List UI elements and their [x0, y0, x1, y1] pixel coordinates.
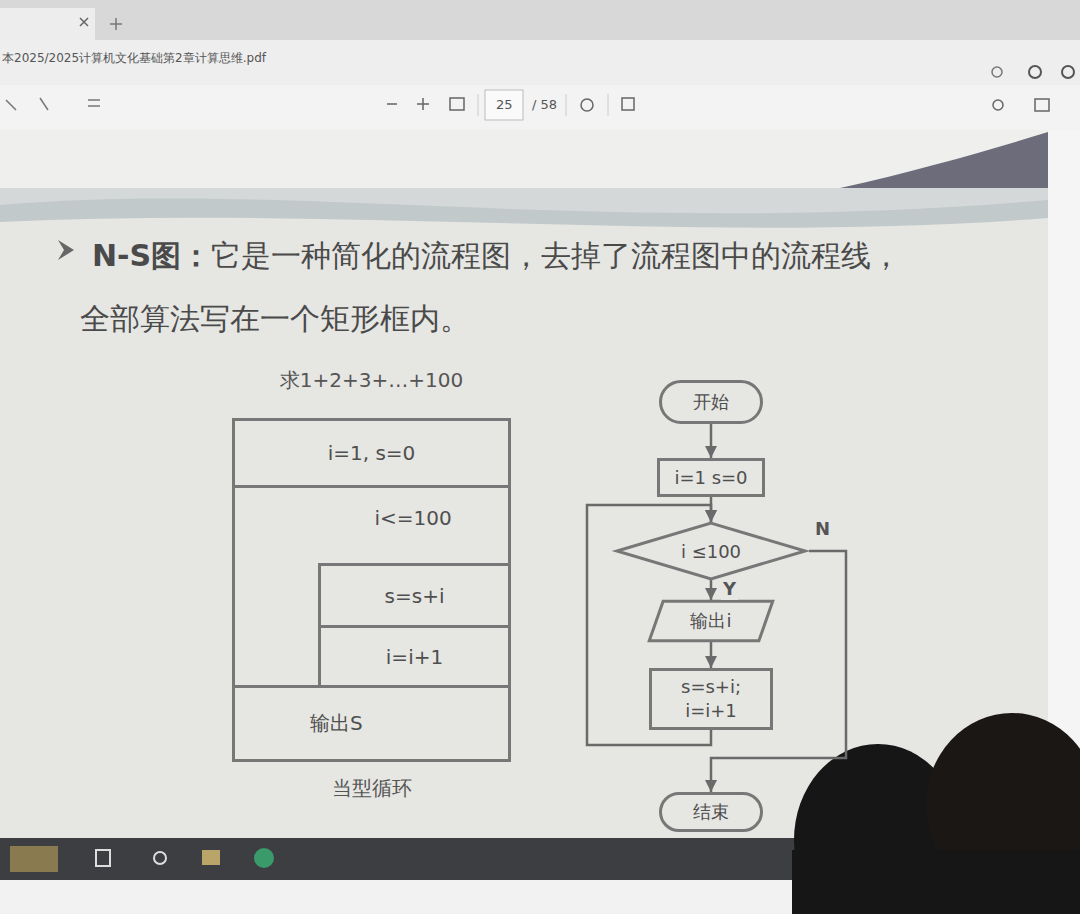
- node-text: i=1, s=0: [328, 441, 416, 465]
- node-text: i=1 s=0: [674, 467, 747, 488]
- node-text: i<=100: [374, 506, 451, 530]
- outline: [617, 523, 805, 579]
- flow-connector: [710, 580, 713, 600]
- slide-heading: N-S图：它是一种简化的流程图，去掉了流程图中的流程线，全部算法写在一个矩形框内…: [80, 224, 915, 350]
- terminal-box: 结束: [659, 792, 763, 832]
- decision-diamond: i ≤100: [613, 522, 809, 580]
- node-text: i ≤100: [681, 541, 741, 562]
- edge-label: Y: [721, 578, 738, 600]
- node-text: 输出i: [690, 609, 731, 633]
- ns-loop-block: i<=100 s=s+i i=i+1: [235, 488, 508, 688]
- diagram-heading: 求1+2+3+…+100: [195, 367, 548, 394]
- page-number: 25: [496, 97, 513, 112]
- ns-loop-body-row: i=i+1: [318, 625, 508, 685]
- node-text: s=s+i; i=i+1: [675, 675, 747, 723]
- node-text: s=s+i: [385, 584, 445, 608]
- io-parallelogram: 输出i: [648, 600, 774, 642]
- flow-connector: [710, 642, 713, 668]
- node-text: 结束: [693, 800, 729, 824]
- ns-diagram-frame: 求1+2+3+…+100当型循环i=1, s=0i<=100s=s+ii=i+1…: [232, 418, 511, 762]
- title-text: N-S图：: [92, 238, 211, 273]
- process-box: i=1 s=0: [657, 458, 765, 497]
- node-text: 输出S: [310, 710, 363, 737]
- edge-label: N: [813, 518, 832, 540]
- ns-output-row: 输出S: [235, 688, 508, 759]
- file-path: 本2025/2025计算机文化基础第2章计算思维.pdf: [2, 50, 266, 67]
- page-count: / 58: [532, 97, 557, 112]
- diagram-caption: 当型循环: [195, 775, 548, 802]
- flow-connector: [711, 551, 846, 792]
- outline: [649, 601, 772, 640]
- process-box: s=s+i; i=i+1: [649, 668, 773, 730]
- node-text: 开始: [693, 390, 729, 414]
- ns-process-row: i=1, s=0: [235, 421, 508, 488]
- terminal-box: 开始: [659, 380, 763, 424]
- flow-connector: [710, 424, 713, 458]
- ns-loop-body-row: s=s+i: [318, 563, 508, 625]
- node-text: i=i+1: [386, 645, 443, 669]
